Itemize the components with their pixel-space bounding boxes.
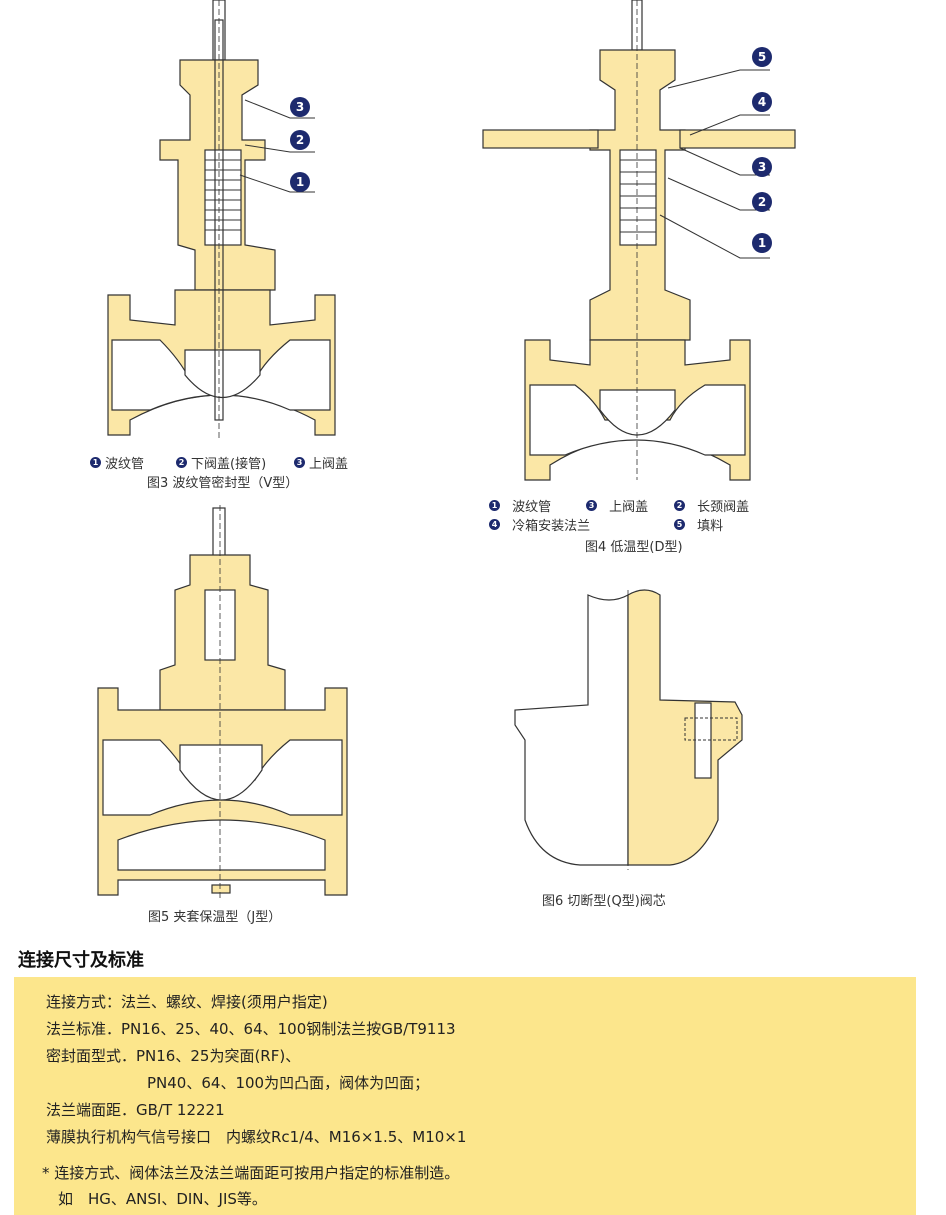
fig4-legend-2: 2 长颈阀盖 bbox=[674, 496, 749, 515]
fig4-legend-1: 1 波纹管 bbox=[489, 496, 551, 515]
fig4-diagram bbox=[482, 0, 796, 481]
fig4-callout-2: 2 bbox=[752, 192, 772, 212]
fig3-callout-2: 2 bbox=[290, 130, 310, 150]
fig4-callout-5: 5 bbox=[752, 47, 772, 67]
fig4-legend-4: 4 冷箱安装法兰 bbox=[489, 515, 590, 534]
fig6-diagram bbox=[514, 589, 743, 870]
fig3-caption: 图3 波纹管密封型（V型） bbox=[147, 476, 299, 491]
fig4-legend-5: 5 填料 bbox=[674, 515, 723, 534]
fig4-callout-3: 3 bbox=[752, 157, 772, 177]
fig3-callout-1: 1 bbox=[290, 172, 310, 192]
fig5-diagram bbox=[97, 505, 348, 900]
sealing-face-type-cont: PN40、64、100为凹凸面，阀体为凹面； bbox=[147, 1074, 430, 1092]
flange-face-distance: 法兰端面距．GB/T 12221 bbox=[46, 1101, 225, 1119]
note-line-1: * 连接方式、阀体法兰及法兰端面距可按用户指定的标准制造。 bbox=[42, 1164, 460, 1182]
fig4-callout-4: 4 bbox=[752, 92, 772, 112]
fig6-caption: 图6 切断型(Q型)阀芯 bbox=[542, 894, 666, 909]
standards-box: 连接方式：法兰、螺纹、焊接(须用户指定) 法兰标准．PN16、25、40、64、… bbox=[14, 977, 916, 1215]
flange-standard: 法兰标准．PN16、25、40、64、100钢制法兰按GB/T9113 bbox=[46, 1020, 456, 1038]
fig4-callout-1: 1 bbox=[752, 233, 772, 253]
fig4-legend-3: 3 上阀盖 bbox=[586, 496, 648, 515]
fig3-diagram bbox=[107, 0, 336, 440]
actuator-signal-port: 薄膜执行机构气信号接口 内螺纹Rc1/4、M16×1.5、M10×1 bbox=[46, 1128, 467, 1146]
fig4-caption: 图4 低温型(D型) bbox=[585, 540, 683, 555]
fig3-callout-3: 3 bbox=[290, 97, 310, 117]
section-title: 连接尺寸及标准 bbox=[18, 950, 144, 971]
connection-method: 连接方式：法兰、螺纹、焊接(须用户指定) bbox=[46, 993, 328, 1011]
fig5-caption: 图5 夹套保温型（J型） bbox=[148, 910, 282, 925]
sealing-face-type: 密封面型式．PN16、25为突面(RF)、 bbox=[46, 1047, 301, 1065]
note-line-2: 如 HG、ANSI、DIN、JIS等。 bbox=[58, 1190, 267, 1208]
